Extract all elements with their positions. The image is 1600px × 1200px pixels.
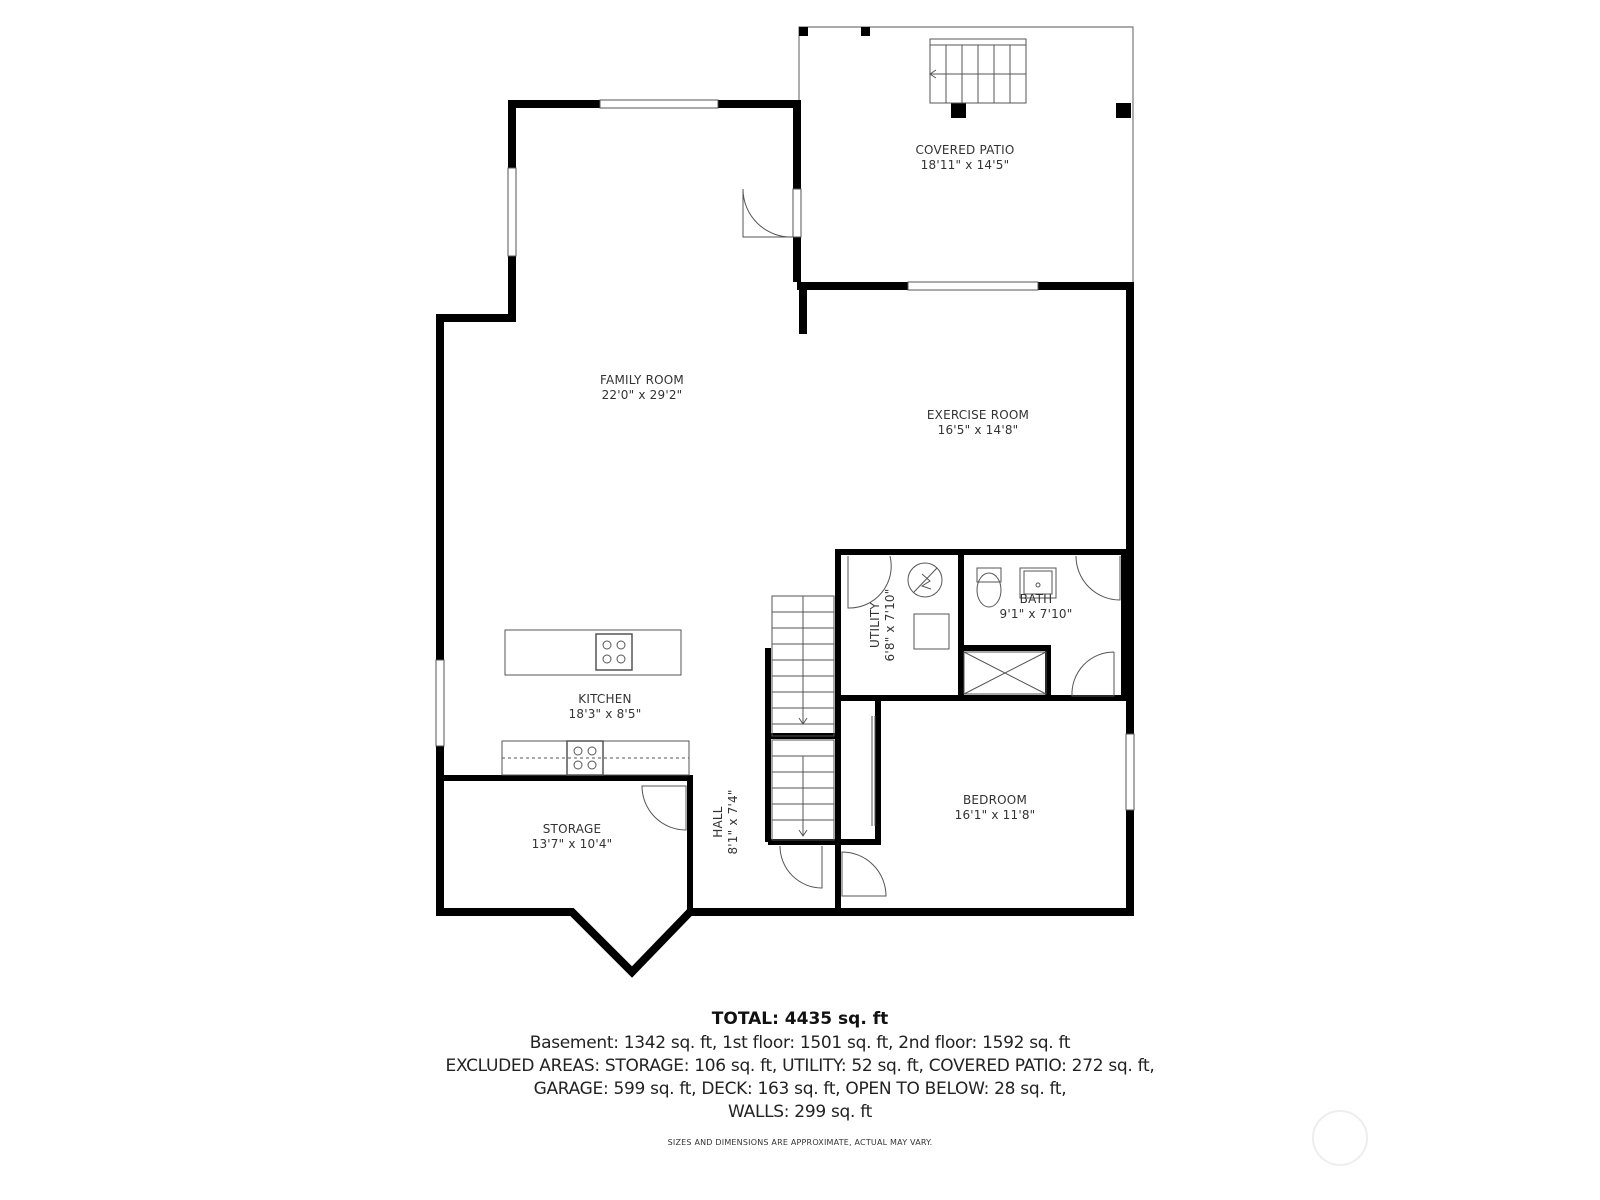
bedroom-door-swing <box>841 851 887 897</box>
utility-door-swing <box>847 555 892 609</box>
excluded-areas-line2: GARAGE: 599 sq. ft, DECK: 163 sq. ft, OP… <box>533 1079 1067 1099</box>
room-name: KITCHEN <box>578 692 632 706</box>
room-dimensions: 8'1" x 7'4" <box>726 789 740 855</box>
room-label-bedroom: BEDROOM 16'1" x 11'8" <box>955 793 1036 823</box>
disclaimer: SIZES AND DIMENSIONS ARE APPROXIMATE, AC… <box>667 1138 933 1147</box>
toilet-tank-icon <box>976 567 1002 583</box>
bath-closet-door <box>1071 651 1115 697</box>
kitchen-fixtures <box>501 629 690 776</box>
room-dimensions: 22'0" x 29'2" <box>601 388 683 402</box>
room-dimensions: 9'1" x 7'10" <box>999 607 1073 621</box>
room-name: BATH <box>1019 592 1053 606</box>
interior-stairs-icon <box>771 595 835 889</box>
sink-icon <box>1019 567 1057 599</box>
room-dimensions: 16'5" x 14'8" <box>937 423 1019 437</box>
room-name: HALL <box>711 806 725 838</box>
room-name: COVERED PATIO <box>915 143 1015 157</box>
room-label-exercise-room: EXERCISE ROOM 16'5" x 14'8" <box>927 408 1029 438</box>
room-name: UTILITY <box>868 602 882 648</box>
room-label-utility: UTILITY 6'8" x 7'10" <box>868 589 898 662</box>
kitchen-island <box>504 629 682 676</box>
storage-door <box>641 785 687 831</box>
room-label-storage: STORAGE 13'7" x 10'4" <box>532 822 613 852</box>
room-name: STORAGE <box>542 822 602 836</box>
patio-posts <box>799 27 1131 118</box>
patio-door <box>742 188 802 238</box>
room-label-family-room: FAMILY ROOM 22'0" x 29'2" <box>600 373 684 403</box>
room-label-bath: BATH 9'1" x 7'10" <box>1000 592 1073 622</box>
room-dimensions: 13'7" x 10'4" <box>531 837 613 851</box>
shower-icon <box>963 651 1047 695</box>
room-name: EXERCISE ROOM <box>926 408 1030 422</box>
walls-area: WALLS: 299 sq. ft <box>728 1102 872 1122</box>
total-area: TOTAL: 4435 sq. ft <box>711 1009 889 1029</box>
cooktop-icon <box>595 633 633 671</box>
furnace-icon <box>913 613 950 650</box>
patio-stairs-icon <box>929 38 1027 104</box>
bedroom-details <box>841 716 887 897</box>
room-dimensions: 18'3" x 8'5" <box>568 707 642 721</box>
room-name: FAMILY ROOM <box>600 373 684 387</box>
toilet-icon <box>976 572 1002 608</box>
floor-areas: Basement: 1342 sq. ft, 1st floor: 1501 s… <box>529 1033 1071 1053</box>
bath-fixtures <box>963 555 1121 697</box>
range-icon <box>566 740 604 776</box>
interior-walls <box>440 549 1127 912</box>
utility-fixtures <box>847 555 950 650</box>
room-label-kitchen: KITCHEN 18'3" x 8'5" <box>569 692 642 722</box>
room-dimensions: 6'8" x 7'10" <box>883 588 897 662</box>
room-name: BEDROOM <box>962 793 1028 807</box>
room-label-covered-patio: COVERED PATIO 18'11" x 14'5" <box>915 143 1014 173</box>
windows <box>435 99 1135 811</box>
watermark-logo-icon <box>1312 1110 1368 1166</box>
water-heater-icon <box>907 562 943 598</box>
bath-door-swing <box>1075 555 1121 601</box>
room-dimensions: 18'11" x 14'5" <box>920 158 1010 172</box>
room-label-hall: HALL 8'1" x 7'4" <box>711 789 741 854</box>
excluded-areas-line1: EXCLUDED AREAS: STORAGE: 106 sq. ft, UTI… <box>445 1056 1155 1076</box>
room-dimensions: 16'1" x 11'8" <box>954 808 1036 822</box>
